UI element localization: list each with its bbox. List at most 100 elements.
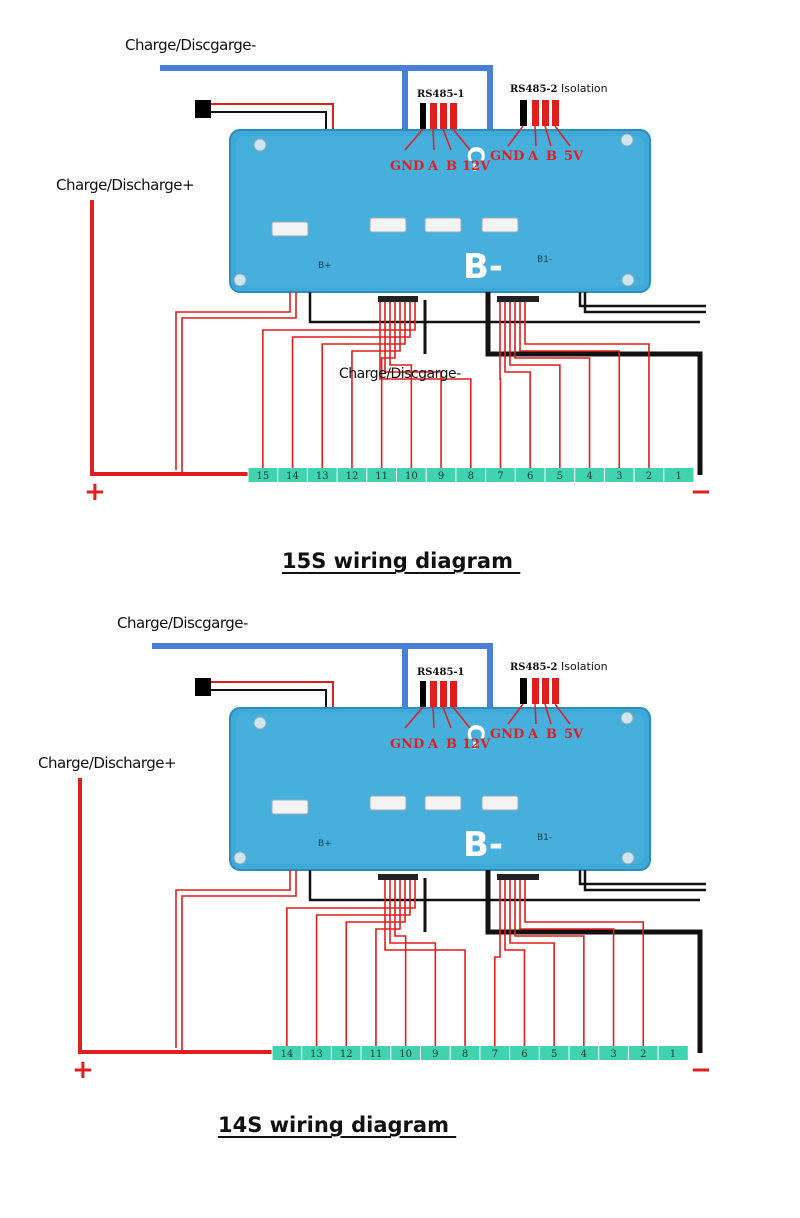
bms-board-inner xyxy=(236,136,644,286)
board-b-minus: B- xyxy=(463,247,503,287)
balance-wire-left-6 xyxy=(389,300,413,468)
label-charge-discharge-minus: Charge/Discgarge- xyxy=(117,614,248,632)
balance-wire-right-6 xyxy=(524,300,650,468)
rs485-1-lead-4 xyxy=(452,128,471,151)
rs485-1-pin-label-2: A xyxy=(427,159,439,174)
label-isolation: Isolation xyxy=(561,660,608,673)
board-c-minus: C- xyxy=(462,146,487,172)
cell-label-6: 6 xyxy=(521,1049,527,1060)
rs485-1-lead-2 xyxy=(432,128,435,151)
black-sense-wire-1 xyxy=(308,292,700,324)
blue-discharge-minus-wire xyxy=(152,643,493,708)
balance-wire-right-4 xyxy=(514,878,585,1046)
rs485-1-pin-label-1: GND xyxy=(390,737,424,752)
board-screw-4 xyxy=(621,273,635,287)
rs485-2-pin-1 xyxy=(532,678,539,704)
rs485-1-lead-4 xyxy=(452,706,471,729)
board-pad-4 xyxy=(481,795,519,811)
balance-connector-left xyxy=(378,874,418,880)
cell-label-3: 3 xyxy=(610,1049,616,1060)
red-b-plus-wire-1 xyxy=(181,292,297,474)
rs485-1-pin-gnd xyxy=(420,103,426,129)
board-b1-minus: B1- xyxy=(537,833,552,843)
rs485-1-pin-label-1: GND xyxy=(390,159,424,174)
caption-15s: 15S wiring diagram xyxy=(282,549,521,573)
rs485-1-pin-label-2: A xyxy=(427,737,439,752)
black-sense-wire-2 xyxy=(578,870,706,886)
balance-wire-right-2 xyxy=(504,300,531,468)
board-screw-1 xyxy=(253,138,267,152)
rs485-2-lead-2 xyxy=(534,125,537,147)
rs485-2-lead-4 xyxy=(554,703,571,725)
cell-label-4: 4 xyxy=(581,1049,587,1060)
cell-label-9: 9 xyxy=(432,1049,438,1060)
board-b-plus: B+ xyxy=(318,839,332,849)
alarm-wire-black xyxy=(211,689,327,708)
rs485-2-pin-label-1: GND xyxy=(490,149,524,164)
balance-wire-left-2 xyxy=(291,300,411,468)
board-pad-1 xyxy=(271,799,309,815)
rs485-1-pin-label-3: B xyxy=(446,159,457,174)
rs485-1-pin-label-3: B xyxy=(446,737,457,752)
cell-label-5: 5 xyxy=(551,1049,557,1060)
label-charge-discharge-minus-mid: Charge/Discgarge- xyxy=(339,366,461,382)
balance-wire-left-1 xyxy=(262,300,416,468)
board-pad-1 xyxy=(271,221,309,237)
rs485-2-pin-3 xyxy=(552,100,559,126)
label-rs485-1: RS485-1 xyxy=(417,89,465,100)
alarm-wire-black xyxy=(211,111,327,130)
cell-label-12: 12 xyxy=(346,471,359,482)
board-screw-1 xyxy=(253,716,267,730)
balance-wire-right-5 xyxy=(519,878,615,1046)
alarm-connector xyxy=(195,678,211,696)
alarm-connector xyxy=(195,100,211,118)
board-screw-3 xyxy=(233,851,247,865)
rs485-2-pin-1 xyxy=(532,100,539,126)
rs485-2-pin-gnd xyxy=(520,678,527,704)
balance-wire-left-8 xyxy=(379,300,472,468)
rs485-2-pin-label-3: B xyxy=(546,149,557,164)
red-b-plus-wire-1 xyxy=(181,870,297,1052)
board-b-plus: B+ xyxy=(318,261,332,271)
balance-wire-left-4 xyxy=(375,878,401,1046)
balance-connector-left xyxy=(378,296,418,302)
balance-wire-left-6 xyxy=(389,878,437,1046)
black-sense-wire-2 xyxy=(578,292,706,308)
balance-wire-right-1 xyxy=(493,878,501,1046)
rs485-2-pin-label-2: A xyxy=(527,149,539,164)
label-charge-discharge-minus: Charge/Discgarge- xyxy=(125,36,256,54)
cell-label-1: 1 xyxy=(670,1049,676,1060)
alarm-wire-red xyxy=(211,681,334,708)
rs485-2-lead-3 xyxy=(544,703,552,725)
board-b1-minus: B1- xyxy=(537,255,552,265)
balance-wire-right-6 xyxy=(524,878,645,1046)
thick-red-plus-wire xyxy=(90,200,248,476)
label-charge-discharge-plus: Charge/Discharge+ xyxy=(38,754,176,772)
board-screw-4 xyxy=(621,851,635,865)
board-pad-3 xyxy=(424,795,462,811)
blue-discharge-minus-wire xyxy=(160,65,493,130)
minus-terminal-sign: − xyxy=(690,1055,712,1085)
cell-label-10: 10 xyxy=(399,1049,412,1060)
label-rs485-2: RS485-2 xyxy=(510,662,558,673)
rs485-1-pin-gnd xyxy=(420,681,426,707)
balance-wire-left-7 xyxy=(384,878,466,1046)
label-charge-discharge-plus: Charge/Discharge+ xyxy=(56,176,194,194)
cell-label-7: 7 xyxy=(492,1049,498,1060)
rs485-1-pin-2 xyxy=(440,681,447,707)
cell-label-7: 7 xyxy=(497,471,503,482)
rs485-2-pin-3 xyxy=(552,678,559,704)
cell-label-2: 2 xyxy=(646,471,652,482)
label-rs485-1: RS485-1 xyxy=(417,667,465,678)
rs485-2-pin-label-4: 5V xyxy=(564,149,584,164)
cell-label-13: 13 xyxy=(310,1049,323,1060)
balance-wire-left-5 xyxy=(394,878,407,1046)
balance-wire-right-3 xyxy=(509,300,561,468)
cell-label-8: 8 xyxy=(468,471,474,482)
balance-wire-left-1 xyxy=(286,878,416,1046)
balance-wire-left-3 xyxy=(345,878,406,1046)
rs485-1-pin-label-4: 12V xyxy=(462,159,491,174)
balance-wire-right-4 xyxy=(514,300,591,468)
